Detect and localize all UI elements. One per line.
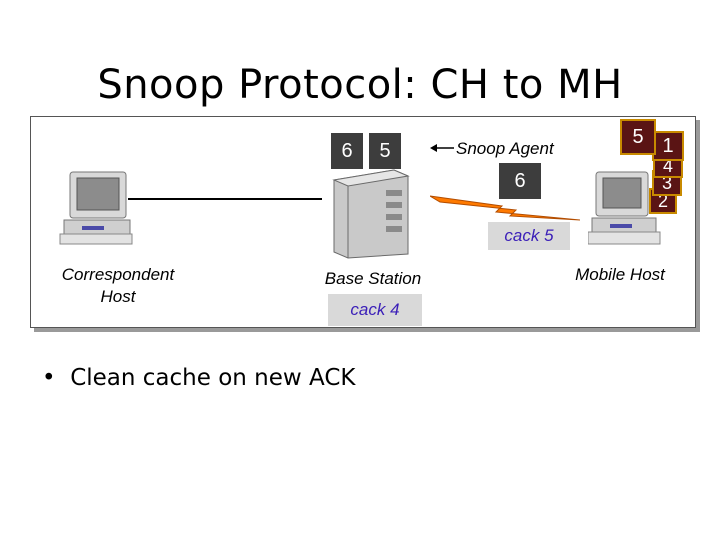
base-station-ack: cack 4 bbox=[328, 294, 422, 326]
in-flight-packet: 6 bbox=[499, 163, 541, 199]
correspondent-host-icon bbox=[59, 171, 133, 245]
bullet-text: Clean cache on new ACK bbox=[70, 365, 356, 391]
wired-link bbox=[128, 198, 322, 200]
snoop-agent-arrow bbox=[430, 144, 454, 152]
mobile-host-icon bbox=[588, 171, 661, 245]
base-station-icon bbox=[332, 169, 410, 259]
bs-queue-packet: 5 bbox=[369, 133, 401, 169]
mh-received-packet: 5 bbox=[620, 119, 656, 155]
base-station-label: Base Station bbox=[324, 269, 422, 288]
mh-buffer-packet: 1 bbox=[652, 131, 684, 161]
bullet-item: • Clean cache on new ACK bbox=[42, 365, 356, 391]
mobile-host-label: Mobile Host bbox=[575, 265, 665, 284]
bullet-marker: • bbox=[42, 365, 71, 391]
wireless-link bbox=[430, 195, 580, 221]
correspondent-host-label: Correspondent Host bbox=[61, 265, 175, 306]
bs-queue-packet: 6 bbox=[331, 133, 363, 169]
snoop-agent-label: Snoop Agent bbox=[456, 139, 554, 158]
slide-title: Snoop Protocol: CH to MH bbox=[97, 62, 623, 108]
wireless-ack: cack 5 bbox=[488, 222, 570, 250]
